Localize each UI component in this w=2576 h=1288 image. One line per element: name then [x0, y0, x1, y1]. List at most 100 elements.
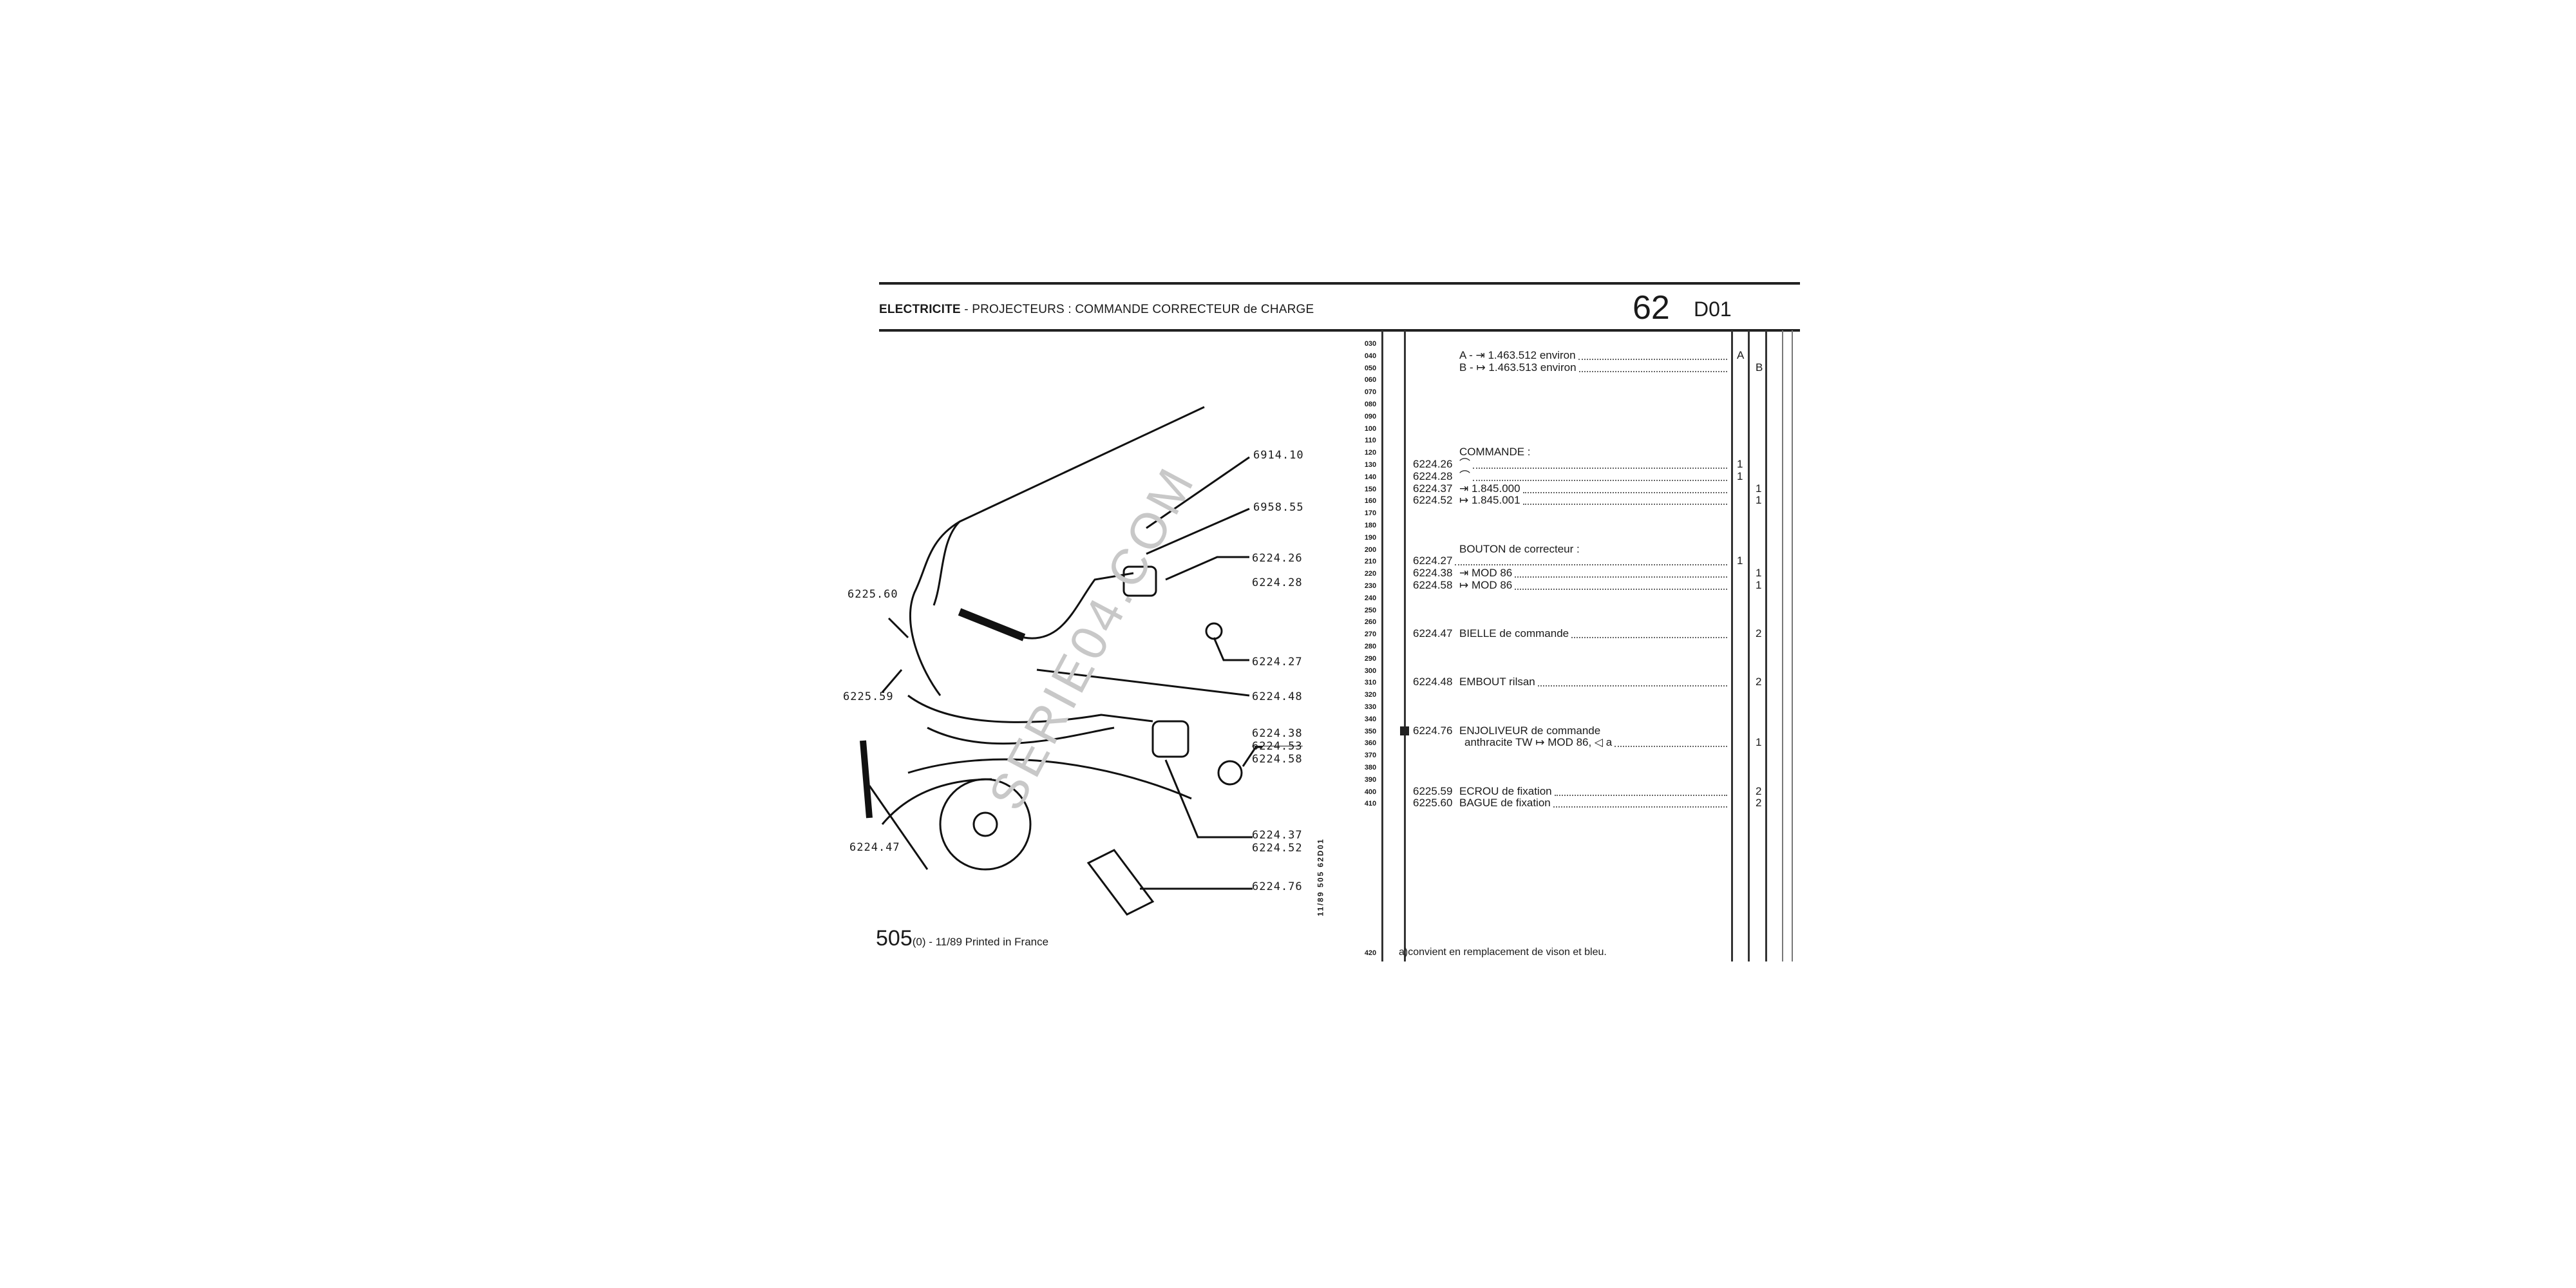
page-title: ELECTRICITE - PROJECTEURS : COMMANDE COR… — [879, 303, 1314, 317]
line-number: 060 — [1364, 376, 1377, 384]
control-unit — [1122, 565, 1157, 597]
part-description: BIELLE de commande — [1459, 627, 1569, 640]
part-description: ⇥ MOD 86 — [1459, 567, 1513, 580]
new-part-marker — [1400, 726, 1409, 735]
qty-b: 2 — [1756, 627, 1762, 640]
leader-6224-27 — [1213, 637, 1249, 661]
line-number: 040 — [1364, 352, 1377, 360]
leader-dots — [1522, 504, 1727, 506]
line-number: 330 — [1364, 703, 1377, 711]
vertical-page-code: 11/89 505 62D01 — [1316, 838, 1325, 916]
line-number: 350 — [1364, 727, 1377, 735]
line-number: 320 — [1364, 691, 1377, 699]
part-ref: 6224.26 — [1413, 458, 1453, 470]
dashboard — [881, 758, 1192, 825]
leader-dots — [1553, 806, 1727, 808]
column-divider — [1782, 330, 1783, 961]
column-divider — [1381, 330, 1383, 961]
line-number: 130 — [1364, 461, 1377, 469]
qty-b: B — [1756, 361, 1763, 374]
diagram-label: 6224.38 — [1252, 727, 1303, 740]
part-ref: 6225.59 — [1413, 784, 1453, 797]
part-ref: 6224.76 — [1413, 724, 1453, 737]
part-description: ⌒ — [1459, 469, 1470, 482]
page-number: 62 — [1633, 289, 1670, 327]
leader-dots — [1615, 746, 1727, 748]
qty-b: 2 — [1756, 676, 1762, 688]
part-description: EMBOUT rilsan — [1459, 676, 1535, 688]
diagram-label: 6958.55 — [1253, 501, 1304, 514]
exploded-diagram — [860, 406, 1262, 916]
line-number: 380 — [1364, 764, 1377, 772]
line-number: 170 — [1364, 509, 1377, 518]
diagram-label: 6224.37 — [1252, 829, 1303, 842]
cable-to-control — [1023, 572, 1134, 639]
leader-dots — [1578, 370, 1727, 372]
leader-6224-48 — [1036, 668, 1250, 697]
leader-dots — [1515, 589, 1727, 590]
qty-b: 1 — [1756, 736, 1762, 749]
qty-b: 2 — [1756, 784, 1762, 797]
cable-upper-2 — [933, 520, 961, 606]
page-code: D01 — [1694, 298, 1732, 321]
section-name: ELECTRICITE — [879, 303, 961, 316]
knob-lower — [1217, 760, 1243, 786]
footnote-line-number: 420 — [1364, 949, 1377, 957]
knob-upper — [1205, 622, 1223, 640]
leader-6225-60 — [887, 617, 909, 639]
part-ref: 6224.58 — [1413, 579, 1453, 591]
leader-6914 — [1146, 456, 1250, 529]
part-description: BAGUE de fixation — [1459, 797, 1551, 810]
part-description: BOUTON de correcteur : — [1459, 542, 1580, 555]
steering-hub — [972, 811, 998, 837]
diagram-label-struck: 6224.53 — [1252, 740, 1303, 753]
sleeve — [958, 608, 1026, 641]
leader-6224-47 — [868, 785, 929, 870]
cable-upper — [909, 406, 1205, 696]
part-ref: 6224.28 — [1413, 469, 1453, 482]
control-unit-lower — [1151, 720, 1189, 758]
line-number: 190 — [1364, 533, 1377, 542]
line-number: 260 — [1364, 618, 1377, 627]
leader-dots — [1571, 637, 1727, 639]
column-divider — [1404, 330, 1406, 961]
line-number: 150 — [1364, 485, 1377, 493]
line-number: 220 — [1364, 570, 1377, 578]
qty-a: 1 — [1737, 554, 1743, 567]
leader-dots — [1522, 491, 1727, 493]
part-description: ↦ MOD 86 — [1459, 579, 1513, 591]
line-number: 400 — [1364, 788, 1377, 796]
line-number: 270 — [1364, 630, 1377, 639]
qty-a: 1 — [1737, 458, 1743, 470]
leader-dots — [1554, 794, 1727, 796]
cable-lower-2 — [927, 726, 1115, 745]
model-number: 505 — [876, 926, 913, 951]
leader-dots — [1515, 576, 1727, 578]
line-number: 110 — [1365, 437, 1376, 445]
diagram-label: 6224.28 — [1252, 576, 1303, 589]
cable-lower — [907, 694, 1153, 723]
line-number: 370 — [1364, 752, 1377, 760]
line-number: 030 — [1364, 340, 1377, 348]
line-number: 250 — [1364, 606, 1377, 614]
part-ref: 6224.27 — [1413, 554, 1453, 567]
column-divider — [1748, 330, 1750, 961]
line-number: 180 — [1364, 522, 1377, 529]
line-number: 120 — [1364, 449, 1377, 457]
leader-dots — [1473, 468, 1727, 469]
section-subtitle: - PROJECTEURS : COMMANDE CORRECTEUR de C… — [960, 303, 1314, 316]
line-number: 310 — [1364, 679, 1377, 687]
line-number: 390 — [1364, 775, 1377, 784]
leader-6224-37 — [1164, 759, 1253, 838]
line-number: 340 — [1364, 715, 1377, 723]
qty-a: A — [1737, 348, 1745, 361]
header-rule — [879, 329, 1800, 332]
column-divider — [1792, 330, 1793, 961]
leader-dots — [1537, 685, 1727, 687]
part-description: ⇥ 1.845.000 — [1459, 482, 1520, 495]
qty-a: 1 — [1737, 469, 1743, 482]
diagram-label: 6224.26 — [1252, 552, 1303, 565]
part-description: ENJOLIVEUR de commande — [1459, 724, 1601, 737]
diagram-label: 6224.76 — [1252, 880, 1303, 893]
part-ref: 6224.52 — [1413, 494, 1453, 507]
